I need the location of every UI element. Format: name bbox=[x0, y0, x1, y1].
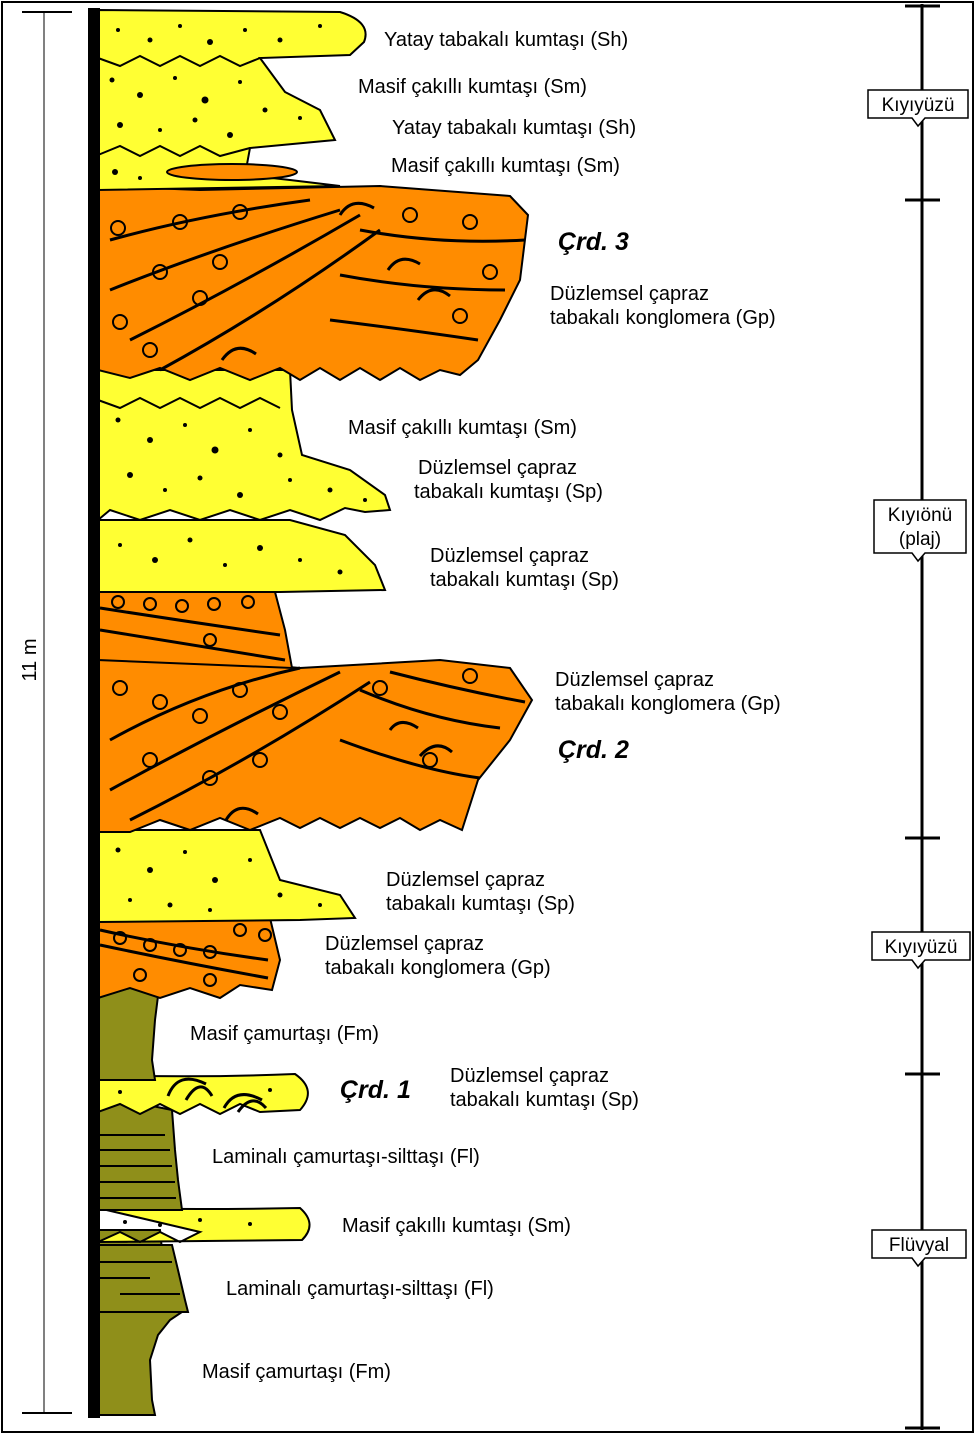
label-sp-3b: tabakalı kumtaşı (Sp) bbox=[386, 893, 575, 915]
env-label-kiyiyuzu-top: Kıyıyüzü bbox=[882, 95, 955, 116]
label-gp-3b: tabakalı konglomera (Gp) bbox=[550, 307, 776, 329]
label-gp-3a: Düzlemsel çapraz bbox=[550, 283, 709, 305]
sandstone-sp-middle bbox=[98, 830, 355, 922]
label-sm-4: Masif çakıllı kumtaşı (Sm) bbox=[342, 1215, 571, 1237]
label-sh-top: Yatay tabakalı kumtaşı (Sh) bbox=[384, 29, 628, 51]
label-fl-2: Laminalı çamurtaşı-silttaşı (Fl) bbox=[226, 1278, 494, 1300]
conglomerate-gp-crd3 bbox=[98, 186, 528, 380]
sandstone-top-sh-sm bbox=[98, 10, 366, 190]
label-sm-1: Masif çakıllı kumtaşı (Sm) bbox=[358, 76, 587, 98]
env-label-kiyiyuzu-mid: Kıyıyüzü bbox=[885, 937, 958, 958]
env-box-kiyiyuzu-mid: Kıyıyüzü bbox=[872, 932, 970, 968]
environment-axis bbox=[905, 4, 940, 1430]
column-axis-bar bbox=[88, 8, 100, 1418]
conglomerate-gp-lower bbox=[98, 918, 280, 998]
env-box-kiyionu: Kıyıönü (plaj) bbox=[874, 500, 966, 561]
scale-bar bbox=[22, 12, 72, 1413]
scale-label: 11 m bbox=[19, 639, 41, 682]
label-sm-2: Masif çakıllı kumtaşı (Sm) bbox=[391, 155, 620, 177]
label-sp-4a: Düzlemsel çapraz bbox=[450, 1065, 609, 1087]
label-sm-3: Masif çakıllı kumtaşı (Sm) bbox=[348, 417, 577, 439]
crd-label-1: Çrd. 1 bbox=[340, 1076, 411, 1104]
env-box-kiyiyuzu-top: Kıyıyüzü bbox=[868, 90, 968, 126]
env-label-plaj: (plaj) bbox=[899, 529, 941, 550]
sandstone-sp-upper-b bbox=[98, 520, 385, 592]
label-sp-2b: tabakalı kumtaşı (Sp) bbox=[430, 569, 619, 591]
label-sp-1b: tabakalı kumtaşı (Sp) bbox=[414, 481, 603, 503]
label-sp-3a: Düzlemsel çapraz bbox=[386, 869, 545, 891]
env-box-fluvyal: Flüvyal bbox=[872, 1230, 966, 1266]
label-gp-2b: tabakalı konglomera (Gp) bbox=[555, 693, 781, 715]
env-label-kiyionu: Kıyıönü bbox=[888, 505, 952, 526]
label-gp-1a: Düzlemsel çapraz bbox=[325, 933, 484, 955]
label-fl-1: Laminalı çamurtaşı-silttaşı (Fl) bbox=[212, 1146, 480, 1168]
sandstone-sm-lower bbox=[98, 1208, 310, 1242]
label-fm-2: Masif çamurtaşı (Fm) bbox=[202, 1361, 391, 1383]
label-fm-1: Masif çamurtaşı (Fm) bbox=[190, 1023, 379, 1045]
crd-label-2: Çrd. 2 bbox=[558, 736, 629, 764]
label-sh-2: Yatay tabakalı kumtaşı (Sh) bbox=[392, 117, 636, 139]
label-gp-2a: Düzlemsel çapraz bbox=[555, 669, 714, 691]
conglomerate-gp-crd2 bbox=[98, 650, 532, 832]
crd-label-3: Çrd. 3 bbox=[558, 228, 629, 256]
sandstone-sm-sp-upper bbox=[98, 370, 390, 520]
env-label-fluvyal: Flüvyal bbox=[889, 1235, 949, 1256]
label-sp-4b: tabakalı kumtaşı (Sp) bbox=[450, 1089, 639, 1111]
label-sp-1a: Düzlemsel çapraz bbox=[418, 457, 577, 479]
label-gp-1b: tabakalı konglomera (Gp) bbox=[325, 957, 551, 979]
mudstone-laminated-fl-lower bbox=[98, 1245, 188, 1312]
label-sp-2a: Düzlemsel çapraz bbox=[430, 545, 589, 567]
conglomerate-gp-small bbox=[98, 592, 292, 668]
